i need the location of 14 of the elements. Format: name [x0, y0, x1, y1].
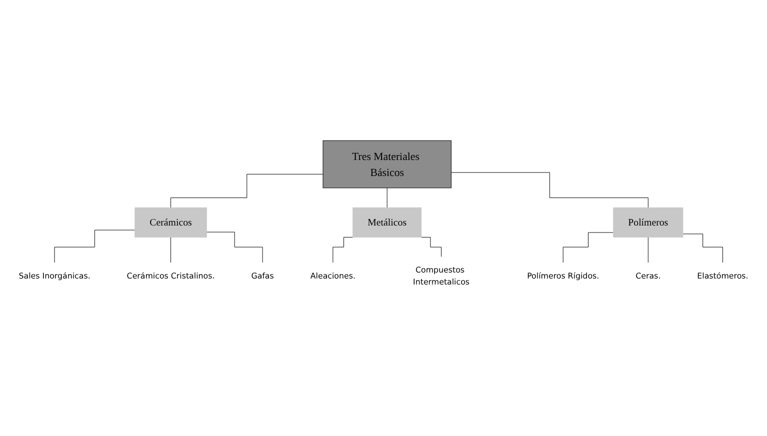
connector [170, 236, 172, 264]
connector [170, 174, 324, 208]
connector [562, 232, 614, 264]
connector [682, 234, 723, 264]
connector [54, 230, 136, 264]
connector [450, 172, 648, 208]
connector [419, 236, 442, 258]
connector [332, 236, 355, 264]
node-box: Polímeros [613, 207, 684, 238]
connector [206, 232, 263, 264]
connector [386, 188, 388, 208]
node-box: Cerámicos [134, 207, 207, 238]
node-box: Metálicos [352, 207, 422, 238]
node-box: Tres Materiales Básicos [322, 140, 452, 188]
